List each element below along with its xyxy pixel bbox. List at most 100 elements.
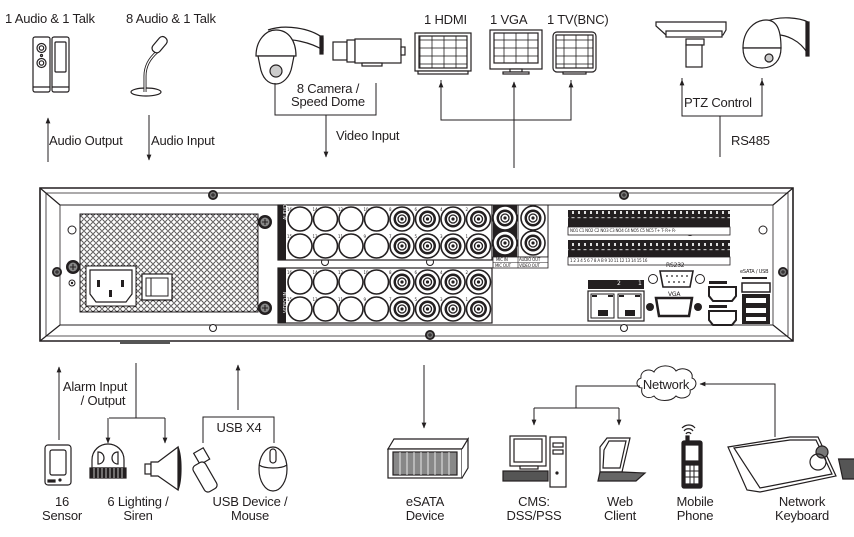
port-number-label: 1: [466, 297, 469, 302]
screw: [51, 266, 63, 278]
port-number-label: 15: [287, 297, 293, 302]
rs232-label: RS232: [666, 262, 685, 269]
usb-bracket: [202, 416, 275, 443]
power-switch[interactable]: [145, 277, 169, 297]
video-in-port-1[interactable]: [465, 296, 492, 322]
audio-in-port-5[interactable]: [414, 233, 441, 259]
video-in-port-5[interactable]: [414, 296, 441, 322]
mic-out-port[interactable]: [492, 230, 518, 256]
hdmi-monitor-icon: [414, 32, 472, 75]
camera-label-line1: 8 Camera /: [296, 81, 360, 96]
esata-label-line1: eSATA: [405, 494, 445, 509]
audio-in-port-8[interactable]: [389, 206, 415, 232]
video-in-port-4[interactable]: [440, 269, 466, 295]
pc-icon: [502, 435, 567, 488]
port-number-label: 16: [287, 270, 293, 275]
hdmi-ports[interactable]: [708, 281, 737, 326]
video-in-port-3[interactable]: [440, 296, 466, 322]
lighting-label-line1: 6 Lighting /: [107, 494, 169, 509]
port-number-label: 2: [466, 207, 469, 212]
lan1-label: 1: [638, 280, 642, 287]
port-number-label: 12: [338, 207, 344, 212]
ptz-camera-icon: [655, 21, 727, 68]
audio-in-port-2[interactable]: [465, 206, 492, 232]
tv-monitor-icon: [552, 31, 597, 75]
mic-in-port[interactable]: [492, 205, 518, 231]
vga-monitor-icon: [489, 29, 543, 75]
keyboard-label-line1: Network: [778, 494, 826, 509]
screw: [65, 259, 81, 275]
box-camera-icon: [332, 38, 406, 67]
port-number-label: 3: [440, 297, 443, 302]
video-in-port-8[interactable]: [389, 269, 415, 295]
cms-label-line2: DSS/PSS: [506, 508, 562, 523]
port-number-label: 1: [466, 234, 469, 239]
lighting-label-line2: Siren: [123, 508, 153, 523]
lan-ports[interactable]: [587, 280, 645, 322]
mic-out-label: MIC OUT: [495, 263, 511, 268]
port-number-label: 11: [338, 234, 344, 239]
audio-output-label: Audio Output: [49, 133, 123, 148]
speakers-icon: [32, 36, 70, 93]
screw: [618, 189, 630, 201]
port-number-label: 9: [364, 297, 367, 302]
alarm-label-line1: Alarm Input: [62, 379, 128, 394]
audio-input-label: Audio Input: [151, 133, 215, 148]
audio-out-port[interactable]: [520, 205, 546, 231]
port-number-label: 5: [415, 234, 418, 239]
alarm-terminal-blocks: [567, 210, 731, 266]
esata-label-line2: Device: [405, 508, 445, 523]
audio-in-port-4[interactable]: [440, 206, 466, 232]
microphone-icon: [130, 35, 168, 97]
esata-device-icon: [386, 436, 470, 479]
video-out-port[interactable]: [520, 230, 546, 256]
alarm-light-icon: [89, 443, 127, 479]
port-number-label: 16: [287, 207, 293, 212]
vga-port[interactable]: [646, 296, 702, 318]
cms-label-line1: CMS:: [518, 494, 550, 509]
ptz-control-label: PTZ Control: [684, 95, 752, 110]
port-number-label: 3: [440, 234, 443, 239]
port-number-label: 6: [415, 207, 418, 212]
port-number-label: 2: [466, 270, 469, 275]
web-label-line2: Client: [603, 508, 637, 523]
speakers-label: 1 Audio & 1 Talk: [5, 11, 95, 26]
network-label: Network: [642, 377, 690, 392]
usb-x4-label: USB X4: [216, 420, 262, 435]
terminal-row2-labels: 1 2 3 4 5 6 7 8 A B 9 10 11 12 13 14 15 …: [570, 258, 648, 263]
audio-in-port-6[interactable]: [414, 206, 441, 232]
camera-label-line2: Speed Dome: [291, 94, 365, 109]
video-in-port-6[interactable]: [414, 269, 441, 295]
sensor-label-line1: 16: [54, 494, 70, 509]
mobile-label-line2: Phone: [676, 508, 714, 523]
mouse-icon: [258, 446, 288, 492]
port-number-label: 13: [313, 234, 319, 239]
web-label-line1: Web: [607, 494, 633, 509]
audio-in-port-3[interactable]: [440, 233, 466, 259]
esata-usb-ports[interactable]: [741, 277, 771, 324]
port-number-label: 7: [389, 297, 392, 302]
mic-audio-out-block: [492, 204, 549, 269]
audio-in-port-9[interactable]: [363, 233, 390, 259]
port-number-label: 8: [389, 207, 392, 212]
video-in-port-2[interactable]: [465, 269, 492, 295]
audio-in-port-1[interactable]: [465, 233, 492, 259]
audio-out-label: AUDIO OUT: [519, 257, 541, 262]
network-cloud-icon: [636, 365, 697, 401]
audio-in-port-7[interactable]: [389, 233, 415, 259]
alarm-output-bracket: [109, 363, 165, 419]
port-number-label: 10: [364, 270, 370, 275]
speed-dome-camera-icon: [255, 26, 324, 85]
video-in-port-9[interactable]: [363, 296, 390, 322]
terminal-row1-labels: NO1 C1 NO2 C2 NO3 C3 NO4 C4 NO5 C5 NC5 T…: [570, 228, 676, 233]
port-number-label: 4: [440, 207, 443, 212]
tv-label: 1 TV(BNC): [547, 12, 609, 27]
laptop-icon: [597, 437, 647, 482]
hdmi-label: 1 HDMI: [424, 12, 467, 27]
rs232-port[interactable]: [648, 270, 705, 288]
video-in-port-7[interactable]: [389, 296, 415, 322]
port-number-label: 10: [364, 207, 370, 212]
usb-label-line2: Mouse: [230, 508, 270, 523]
